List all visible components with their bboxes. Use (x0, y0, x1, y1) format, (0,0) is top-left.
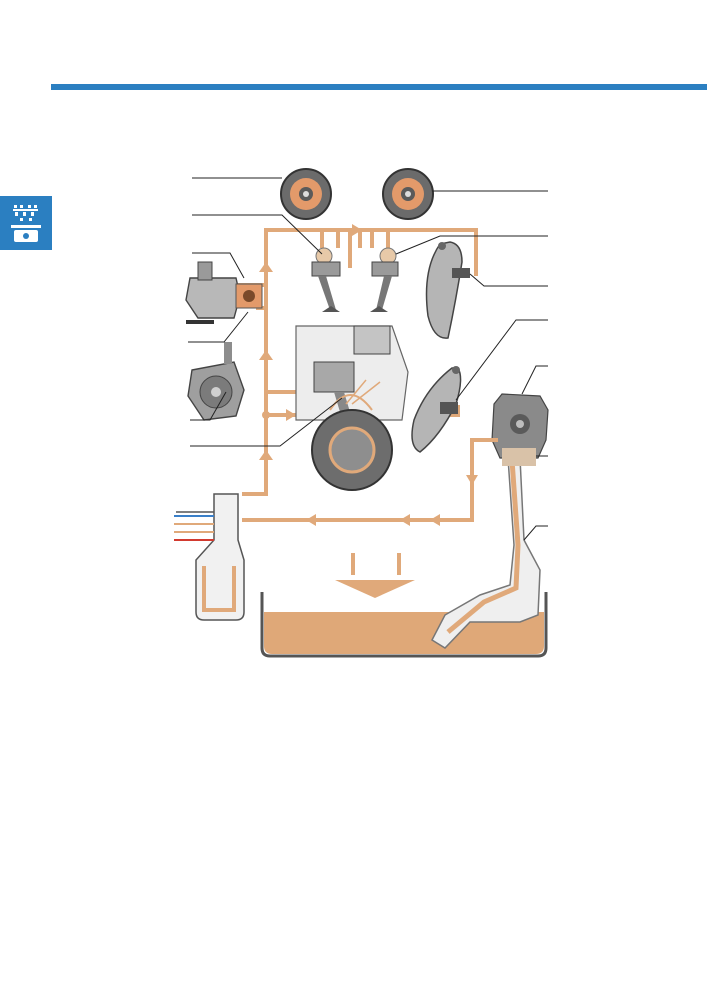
camshaft-adjuster-intake-icon (280, 168, 332, 220)
chain-tensioner-upper-icon (425, 241, 470, 339)
high-pressure-fuel-pump-icon (185, 261, 263, 324)
engine-lubrication-icon (0, 196, 52, 250)
oil-return-arrow-icon (335, 553, 415, 598)
vacuum-pump-icon (187, 342, 245, 421)
oil-filter-cooler-module-icon (174, 493, 245, 621)
top-rule (51, 84, 707, 90)
callout-leaders (188, 177, 548, 541)
hydraulic-valve-lifter-intake-icon (311, 247, 341, 312)
oil-pump-icon (491, 393, 549, 466)
chain-tensioner-lower-icon (411, 366, 462, 453)
oil-pickup-pipe-icon (431, 457, 541, 649)
oil-flow-arrows (259, 224, 478, 526)
camshaft-adjuster-exhaust-icon (382, 168, 434, 220)
crankshaft-piston-icon (295, 325, 409, 491)
hydraulic-valve-lifter-exhaust-icon (370, 247, 399, 312)
side-tab-engine-lubrication-icon (0, 196, 52, 250)
